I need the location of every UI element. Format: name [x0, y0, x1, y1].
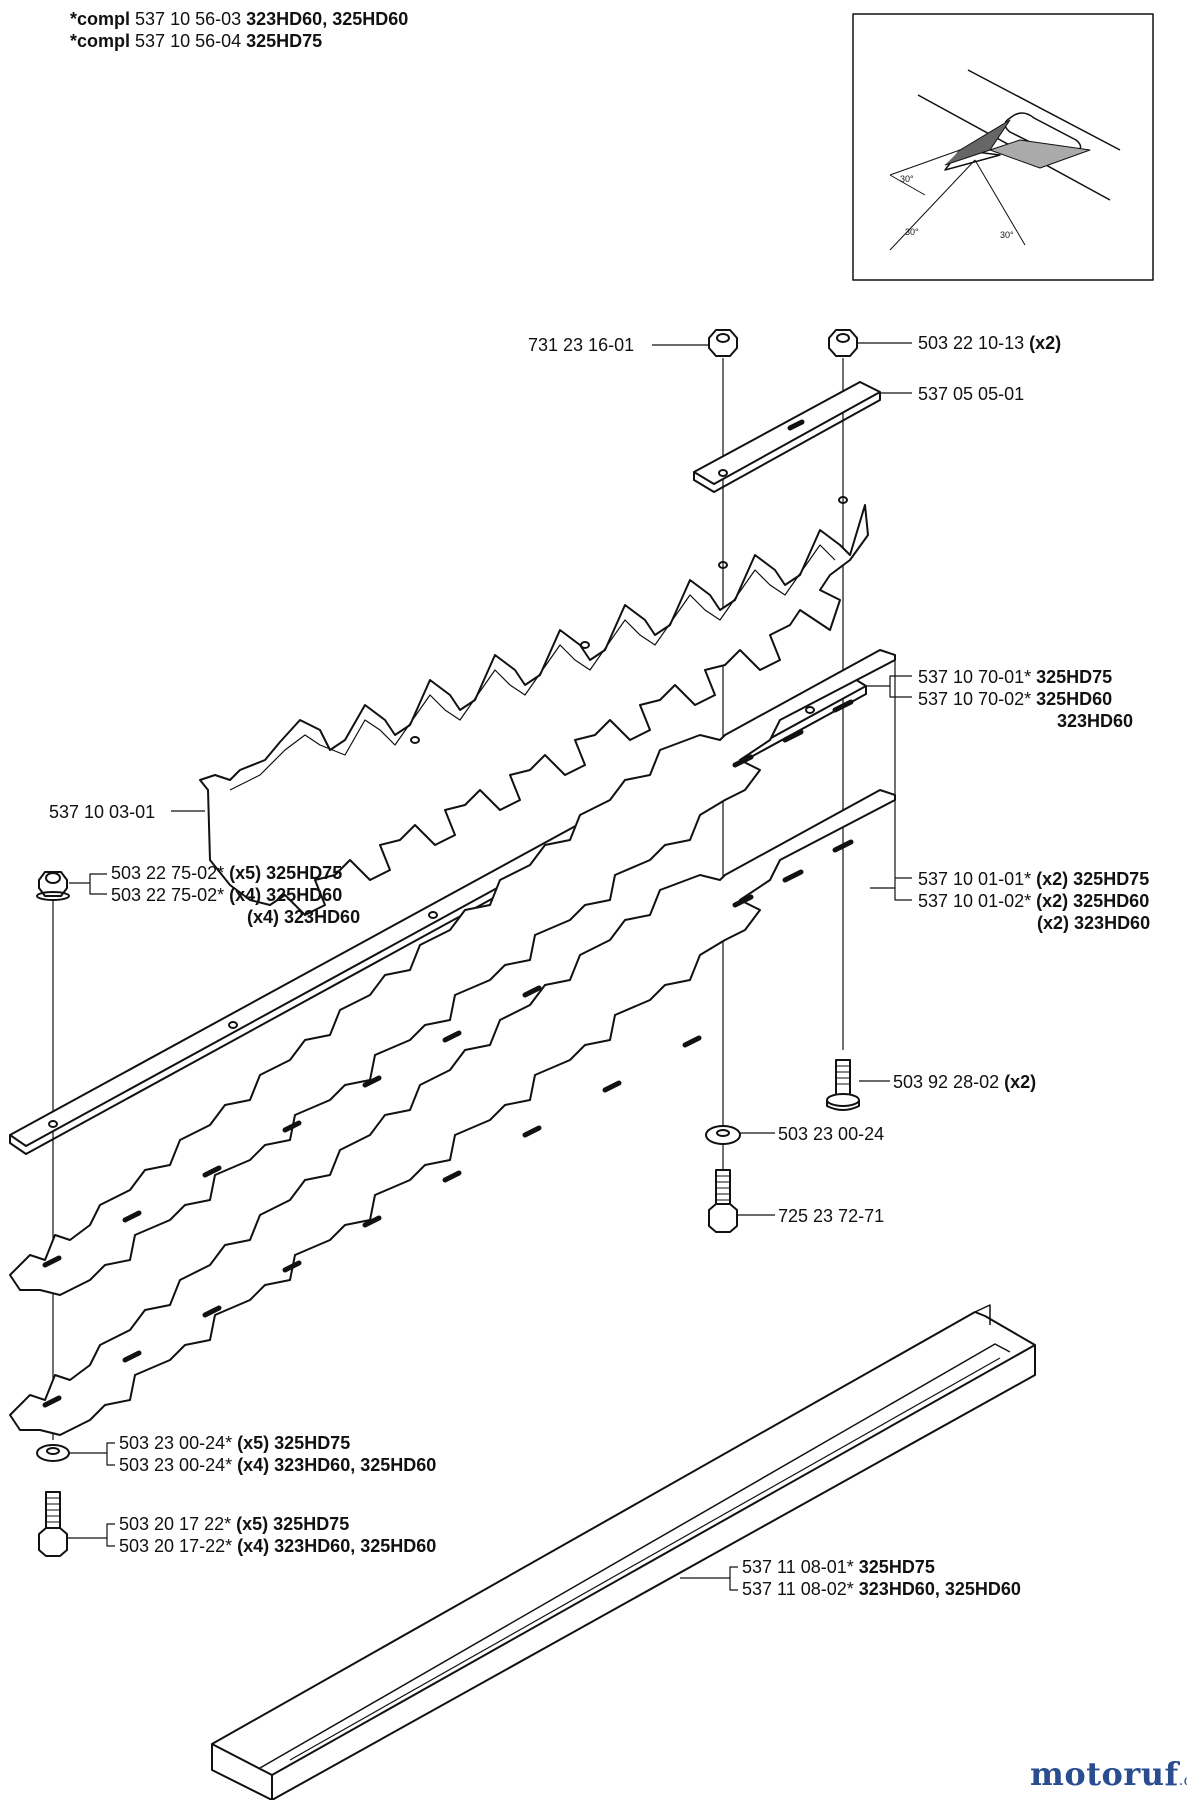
part-number: 731 23 16-01 [528, 335, 635, 355]
model-list: 323HD60, 325HD60 [858, 1579, 1021, 1599]
model-list: 325HD75 [266, 863, 343, 883]
part-number: 503 22 75-02* [111, 885, 225, 905]
model-list: 325HD75 [274, 1433, 351, 1453]
compl-prefix: *compl [70, 9, 131, 29]
part-number: 537 10 56-03 [135, 9, 242, 29]
model-list: 325HD60 [1073, 891, 1150, 911]
quantity: (x4) [237, 1455, 270, 1475]
model-list: 325HD75 [246, 31, 323, 51]
flange-nut-503-22-75-02 [36, 871, 70, 901]
callout-washer-left-2: 503 23 00-24* (x4) 323HD60, 325HD60 [119, 1454, 436, 1476]
callout-cover-2: 537 11 08-02* 323HD60, 325HD60 [742, 1578, 1021, 1600]
assembly-header-line-1: *compl 537 10 56-03 323HD60, 325HD60 [70, 8, 408, 30]
inset-angle-label: 30° [1000, 230, 1014, 240]
model-list: 325HD60 [1036, 689, 1113, 709]
quantity: (x2) [1037, 913, 1070, 933]
blade-cover-537-11-08 [211, 1304, 1036, 1800]
callout-nut-left-1: 503 22 75-02* (x5) 325HD75 [111, 862, 342, 884]
model-list: 323HD60, 325HD60 [274, 1536, 437, 1556]
part-number: 537 10 01-01* [918, 869, 1032, 889]
callout-nut-top-right: 503 22 10-13 (x2) [918, 332, 1061, 354]
part-number: 537 10 70-01* [918, 667, 1032, 687]
callout-guard-bar-2: 537 10 70-02* 325HD60 [918, 688, 1112, 710]
model-list: 323HD60 [1074, 913, 1151, 933]
quantity: (x4) [237, 1536, 270, 1556]
model-list: 325HD75 [858, 1557, 935, 1577]
quantity: (x5) [237, 1433, 270, 1453]
quantity: (x4) [247, 907, 280, 927]
part-number: 503 20 17 22* [119, 1514, 232, 1534]
part-number: 537 10 70-02* [918, 689, 1032, 709]
quantity: (x2) [1036, 891, 1069, 911]
callout-nut-left-2: 503 22 75-02* (x4) 325HD60 [111, 884, 342, 906]
inset-angle-label: 30° [905, 227, 919, 237]
quantity: (x4) [229, 885, 262, 905]
screw-503-92-28-02 [826, 1059, 860, 1111]
leader-lines [67, 342, 912, 1591]
watermark-logo: motoruf.de [1030, 1755, 1187, 1793]
inset-detail: 30° 30° 30° [852, 13, 1154, 281]
bolt-725-23-72-71 [708, 1169, 738, 1233]
model-list: 325HD75 [273, 1514, 350, 1534]
callout-blades-1: 537 10 01-01* (x2) 325HD75 [918, 868, 1149, 890]
cutter-blade-537-10-03-01 [199, 496, 869, 916]
washer-503-23-00-24-left [36, 1444, 70, 1462]
part-number: 725 23 72-71 [778, 1206, 885, 1226]
callout-nut-top: 731 23 16-01 [528, 334, 634, 356]
callout-guard-bar-1: 537 10 70-01* 325HD75 [918, 666, 1112, 688]
watermark-suffix: .de [1178, 1773, 1187, 1789]
part-number: 503 20 17-22* [119, 1536, 233, 1556]
quantity: (x2) [1036, 869, 1069, 889]
cutter-blade-537-10-01-upper [9, 649, 896, 1296]
part-number: 503 92 28-02 [893, 1072, 1000, 1092]
part-number: 537 11 08-02* [742, 1579, 854, 1599]
model-list: 323HD60 [284, 907, 361, 927]
quantity: (x2) [1004, 1072, 1037, 1092]
callout-nut-left-3: (x4) 323HD60 [247, 906, 360, 928]
callout-blades-2: 537 10 01-02* (x2) 325HD60 [918, 890, 1149, 912]
callout-plate: 537 05 05-01 [918, 383, 1024, 405]
part-number: 537 10 03-01 [49, 802, 156, 822]
assembly-header-line-2: *compl 537 10 56-04 325HD75 [70, 30, 322, 52]
quantity: (x5) [229, 863, 262, 883]
inset-angle-label: 30° [900, 174, 914, 184]
model-list: 323HD60, 325HD60 [246, 9, 409, 29]
callout-bolt-mid: 725 23 72-71 [778, 1205, 884, 1227]
model-list: 323HD60 [1057, 711, 1134, 731]
watermark-text: motoruf [1030, 1755, 1179, 1793]
part-number: 503 23 00-24* [119, 1433, 233, 1453]
bolt-503-20-17-22 [38, 1491, 68, 1557]
model-list: 325HD60 [266, 885, 343, 905]
model-list: 323HD60, 325HD60 [274, 1455, 437, 1475]
callout-washer-mid: 503 23 00-24 [778, 1123, 884, 1145]
part-number: 503 22 75-02* [111, 863, 225, 883]
callout-guard-bar-3: 323HD60 [1057, 710, 1133, 732]
part-number: 503 23 00-24* [119, 1455, 233, 1475]
callout-top-blade: 537 10 03-01 [49, 801, 155, 823]
callout-cover-1: 537 11 08-01* 325HD75 [742, 1556, 935, 1578]
callout-bolt-left-1: 503 20 17 22* (x5) 325HD75 [119, 1513, 349, 1535]
callout-screw-right: 503 92 28-02 (x2) [893, 1071, 1036, 1093]
callout-washer-left-1: 503 23 00-24* (x5) 325HD75 [119, 1432, 350, 1454]
washer-503-23-00-24 [705, 1125, 741, 1145]
quantity: (x5) [236, 1514, 269, 1534]
part-number: 537 10 56-04 [135, 31, 242, 51]
part-number: 537 11 08-01* [742, 1557, 854, 1577]
part-number: 537 05 05-01 [918, 384, 1025, 404]
cutter-blade-537-10-01-lower [9, 789, 896, 1436]
quantity: (x2) [1029, 333, 1062, 353]
model-list: 325HD75 [1073, 869, 1150, 889]
callout-blades-3: (x2) 323HD60 [1037, 912, 1150, 934]
part-number: 537 10 01-02* [918, 891, 1032, 911]
model-list: 325HD75 [1036, 667, 1113, 687]
part-number: 503 22 10-13 [918, 333, 1025, 353]
hex-nut-503-22-10-13 [828, 329, 858, 357]
hex-nut-731-23-16-01 [708, 329, 738, 357]
callout-bolt-left-2: 503 20 17-22* (x4) 323HD60, 325HD60 [119, 1535, 436, 1557]
compl-prefix: *compl [70, 31, 131, 51]
plate-537-05-05-01 [693, 381, 881, 493]
part-number: 503 23 00-24 [778, 1124, 885, 1144]
